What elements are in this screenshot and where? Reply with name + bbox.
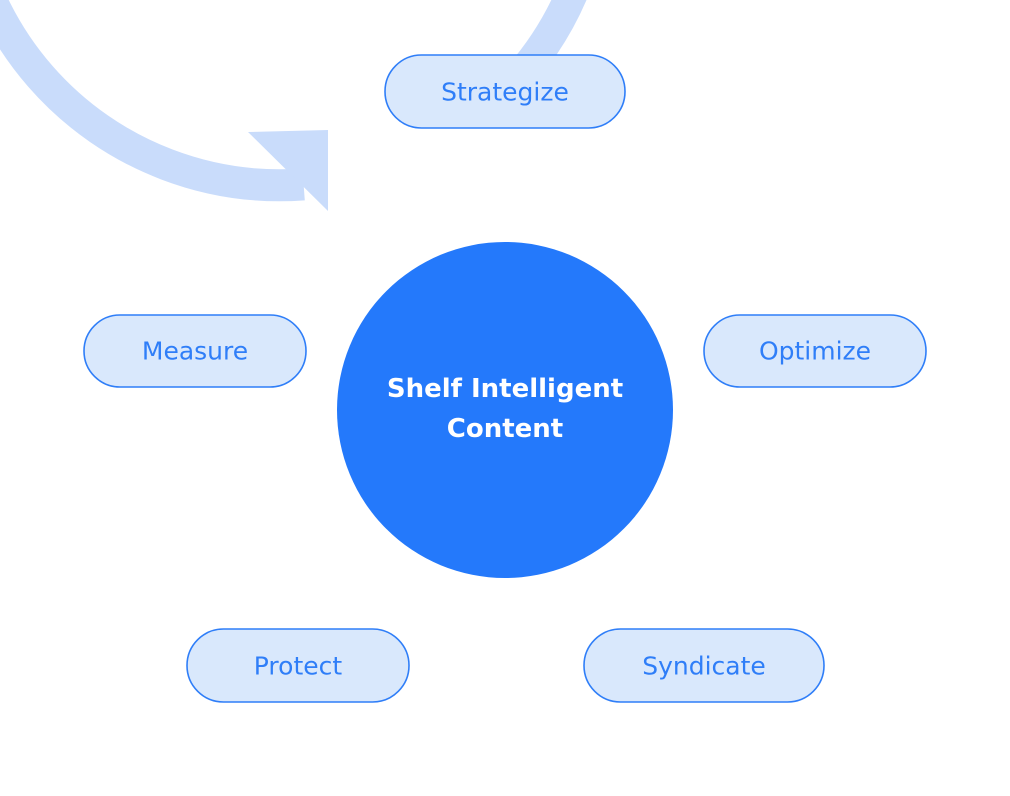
cycle-ring	[0, 0, 587, 202]
stage-protect-label: Protect	[254, 652, 343, 681]
stage-strategize: Strategize	[384, 54, 626, 129]
stage-measure-label: Measure	[142, 337, 248, 366]
center-node: Shelf Intelligent Content	[337, 242, 673, 578]
stage-optimize: Optimize	[703, 314, 927, 388]
cycle-arrowhead	[248, 130, 328, 211]
stage-syndicate: Syndicate	[583, 628, 825, 703]
stage-syndicate-label: Syndicate	[642, 652, 766, 681]
center-circle	[337, 242, 673, 578]
stage-strategize-label: Strategize	[441, 78, 569, 107]
stage-optimize-label: Optimize	[759, 337, 871, 366]
center-title-line-1: Shelf Intelligent	[387, 374, 623, 404]
stage-measure: Measure	[83, 314, 307, 388]
center-title-line-2: Content	[447, 414, 563, 444]
stage-protect: Protect	[186, 628, 410, 703]
